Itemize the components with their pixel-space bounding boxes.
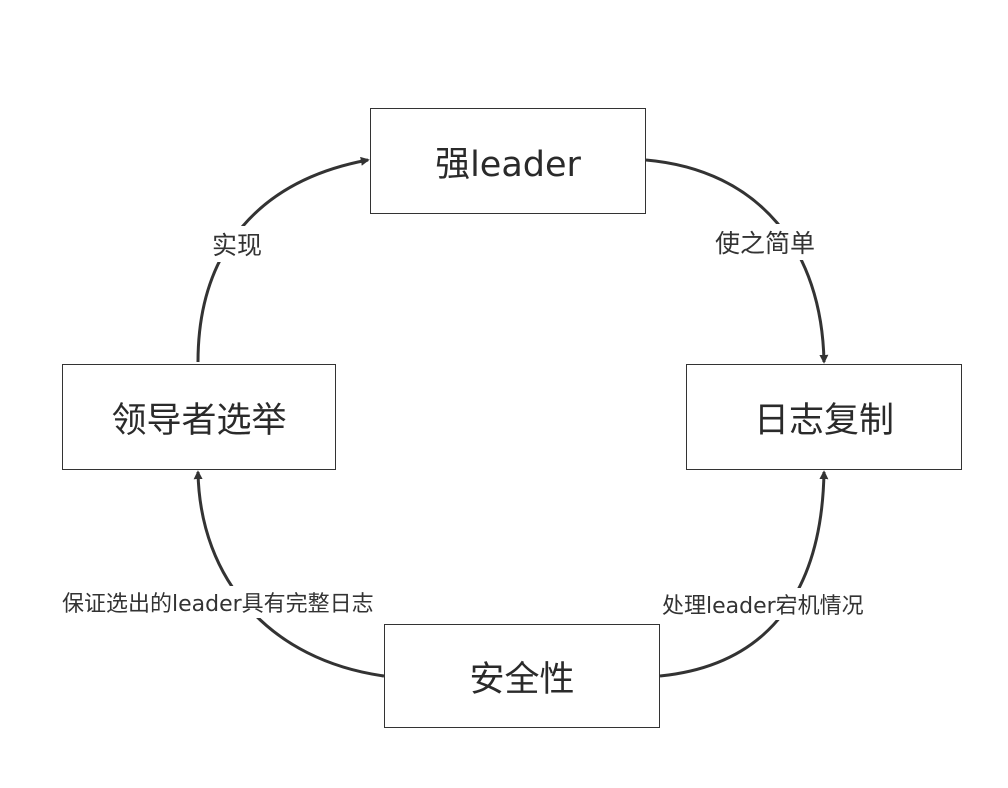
edge-safety-to-election <box>193 470 385 678</box>
node-safety-label: 安全性 <box>469 659 575 700</box>
node-leader-election: 领导者选举 <box>62 364 336 470</box>
edge-label-complete-log: 保证选出的leader具有完整日志 <box>62 586 374 618</box>
node-leader-election-label: 领导者选举 <box>111 400 287 441</box>
edge-label-implement: 实现 <box>212 226 263 262</box>
edge-strong-leader-to-log-replication <box>645 158 829 364</box>
node-strong-leader: 强leader <box>370 108 646 214</box>
edge-label-simplify: 使之简单 <box>715 224 816 260</box>
edge-label-leader-crash: 处理leader宕机情况 <box>662 588 864 620</box>
edge-safety-to-log-replication <box>659 470 829 678</box>
node-log-replication: 日志复制 <box>686 364 962 470</box>
node-log-replication-label: 日志复制 <box>753 400 894 441</box>
node-strong-leader-label: 强leader <box>435 144 581 185</box>
node-safety: 安全性 <box>384 624 660 728</box>
